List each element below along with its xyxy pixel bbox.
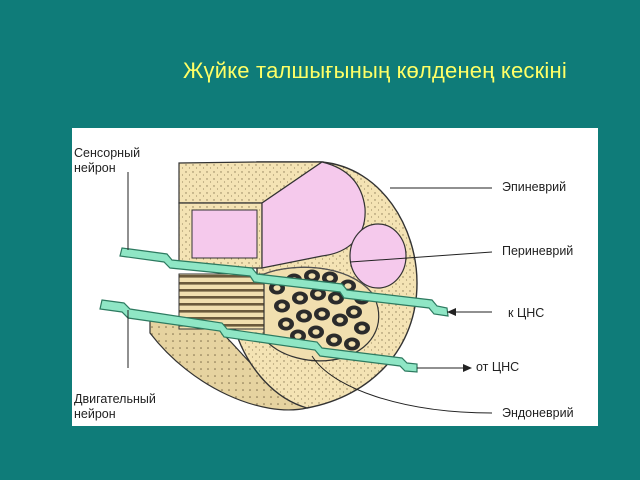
fiber-axon-core xyxy=(326,275,334,281)
perineurium-sheath xyxy=(263,266,373,294)
large-fascicle xyxy=(261,161,366,269)
fascicle-front xyxy=(191,209,258,259)
fiber-axon-core xyxy=(348,341,356,347)
endoneurium-leader xyxy=(311,355,493,414)
fiber-axon-core xyxy=(314,291,322,297)
fiber-axon-core xyxy=(300,313,308,319)
fiber-axon-core xyxy=(273,285,281,291)
label-perineurium: Периневрий xyxy=(502,244,574,258)
sensory-line-1: Сенсорный xyxy=(74,146,141,160)
fiber-axon-core xyxy=(294,333,302,339)
motor-line-2: нейрон xyxy=(74,407,116,421)
fiber-axon-core xyxy=(358,325,366,331)
fiber-axon-core xyxy=(350,309,358,315)
nerve-cross-section-diagram xyxy=(99,161,493,414)
diagram-panel: Сенсорный нейрон Двигательный нейрон Эпи… xyxy=(72,128,598,426)
fiber-axon-core xyxy=(332,295,340,301)
leader-lines xyxy=(127,172,493,414)
label-epineurium: Эпиневрий xyxy=(502,180,567,194)
label-endoneurium: Эндоневрий xyxy=(502,406,574,420)
label-to-cns: к ЦНС xyxy=(508,306,545,320)
fiber-axon-core xyxy=(336,317,344,323)
fiber-axon-core xyxy=(282,321,290,327)
fiber-axon-core xyxy=(278,303,286,309)
sensory-axon xyxy=(119,247,449,317)
from-cns-arrowhead xyxy=(463,364,472,372)
to-cns-arrowhead xyxy=(447,308,456,316)
fiber-axon-core xyxy=(330,337,338,343)
label-sensory-neuron: Сенсорный нейрон xyxy=(74,146,140,176)
perineurium-leader xyxy=(349,251,493,263)
slide-title: Жүйке талшығының көлденең кескіні xyxy=(183,58,567,83)
label-motor-neuron: Двигательный нейрон xyxy=(74,392,156,422)
motor-axon xyxy=(99,299,418,373)
small-fascicle xyxy=(349,223,407,289)
fiber-axon-core xyxy=(318,311,326,317)
label-from-cns: от ЦНС xyxy=(476,360,520,374)
fiber-axon-core xyxy=(344,283,352,289)
motor-line-1: Двигательный xyxy=(74,392,156,406)
fiber-axon-core xyxy=(308,273,316,279)
sensory-line-2: нейрон xyxy=(74,161,116,175)
fiber-axon-core xyxy=(312,329,320,335)
fiber-axon-core xyxy=(296,295,304,301)
